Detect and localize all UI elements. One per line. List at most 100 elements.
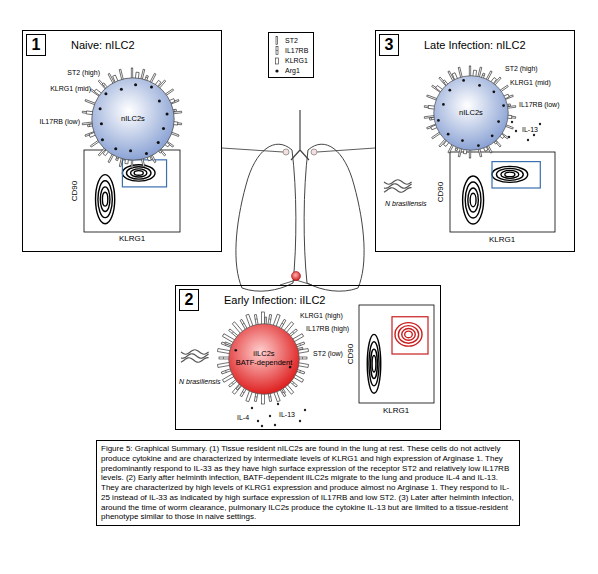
axis-label: KLRG1: [383, 407, 409, 415]
contour-line: [463, 176, 484, 224]
worm-line: [181, 350, 209, 355]
receptor-stripe: [232, 383, 233, 385]
annotation-label: IL-13: [522, 126, 538, 133]
arg1-dot: [114, 147, 117, 150]
arg1-dot: [497, 120, 500, 123]
flow-plot: [450, 152, 555, 232]
arg1-dot: [129, 149, 132, 152]
cell-label: BATF-dependent: [236, 359, 293, 368]
axis-label: CD90: [71, 181, 79, 201]
cytokine-dot: [277, 403, 279, 405]
arg1-dot: [100, 122, 103, 125]
legend-text: KLRG1: [285, 57, 308, 64]
flow-plot: [84, 150, 180, 232]
legend-text: ST2: [285, 37, 298, 44]
cell-circle: nILC2s: [91, 77, 175, 161]
axis-label: KLRG1: [119, 235, 145, 243]
cell-body: [92, 78, 174, 160]
legend-item: ST2: [272, 35, 308, 45]
leader-line: [222, 148, 283, 152]
legend-shape: [276, 50, 278, 51]
annotation-label: IL17RB (low): [40, 118, 80, 125]
annotation-label: IL-13: [279, 411, 295, 418]
arg1-dot: [101, 138, 104, 141]
receptor-stripe: [242, 392, 244, 393]
receptor-stripe: [116, 158, 118, 160]
st2-receptor: [131, 68, 133, 79]
callout-number: 2: [179, 289, 199, 311]
arg1-dot: [120, 88, 123, 91]
contour-line: [122, 165, 155, 181]
cell-body: [434, 76, 508, 150]
legend-item: KLRG1: [272, 55, 308, 65]
receptor-stripe: [255, 396, 257, 397]
cytokine-dot: [251, 407, 253, 409]
panel-title: Late Infection: nILC2: [424, 39, 526, 51]
contour-line: [126, 167, 150, 179]
right-lung: [304, 144, 364, 291]
arg1-dot: [158, 100, 161, 103]
lung-outline: [236, 110, 364, 291]
receptor-stripe: [282, 323, 284, 324]
annotation-label: IL-4: [237, 414, 249, 421]
worm-icon: [181, 350, 209, 363]
contour-line: [468, 188, 479, 212]
il17rb-receptor: [219, 357, 230, 359]
receptor-stripe: [456, 148, 458, 150]
st2-receptor: [119, 69, 123, 80]
annotation-label: IL17RB (low): [519, 101, 559, 108]
arg1-dot: [491, 134, 494, 137]
arg1-dot: [492, 90, 495, 93]
arg1-dot: [502, 104, 505, 107]
worm-icon: [384, 180, 412, 193]
axis-label: CD90: [347, 344, 355, 364]
legend-item: IL17RB: [272, 45, 308, 55]
legend-symbol: [272, 46, 282, 55]
arg1-dot: [448, 89, 451, 92]
arg1-dot: [442, 103, 445, 106]
receptor-stripe: [225, 371, 227, 373]
cytokine-dot: [261, 425, 263, 427]
contour-line: [496, 168, 523, 180]
gate-box: [392, 317, 428, 354]
panel-box: Naive: nILC21nILC2s: [22, 30, 222, 252]
figure-caption: Figure 5: Graphical Summary. (1) Tissue …: [96, 440, 520, 526]
annotation-label: ST2 (low): [313, 350, 343, 357]
plot-frame: [450, 152, 555, 232]
axis-label: KLRG1: [489, 236, 515, 244]
panel-title: Early Infection: iILC2: [224, 294, 326, 306]
arg1-dot: [235, 349, 238, 352]
legend-shape: [276, 58, 279, 64]
panel-number: 3: [385, 37, 394, 53]
plot-frame: [84, 150, 180, 232]
legend-shape: [275, 69, 278, 72]
contour-line: [395, 323, 422, 347]
cell-body: [229, 324, 300, 395]
cytokine-dot: [533, 134, 535, 136]
receptor-stripe: [482, 75, 484, 77]
cell-label: nILC2s: [459, 109, 483, 118]
arg1-dot: [461, 139, 464, 142]
contour-line: [96, 175, 115, 224]
arg1-dot: [447, 133, 450, 136]
lung-site: [283, 149, 289, 155]
receptor-group: [217, 312, 308, 404]
receptor-stripe: [242, 323, 244, 324]
contour-line: [134, 171, 143, 176]
arg1-dot: [437, 119, 440, 122]
receptor-stripe: [104, 84, 106, 85]
legend-symbol: [272, 36, 282, 45]
legend-shape: [276, 36, 278, 44]
callout-number: 3: [379, 34, 399, 56]
cell-label: iILC2s: [253, 350, 274, 359]
arg1-dot: [99, 107, 102, 110]
arg1-dot: [150, 85, 153, 88]
panel-number: 2: [185, 292, 194, 308]
klrg1-receptor: [262, 312, 265, 325]
left-lung: [236, 144, 296, 291]
st2-receptor: [469, 66, 471, 77]
annotation-label: ST2 (high): [505, 65, 538, 72]
cell-label: nILC2s: [121, 115, 145, 124]
annotation-label: KLRG1 (mid): [510, 79, 551, 86]
panel-number: 1: [32, 37, 41, 53]
